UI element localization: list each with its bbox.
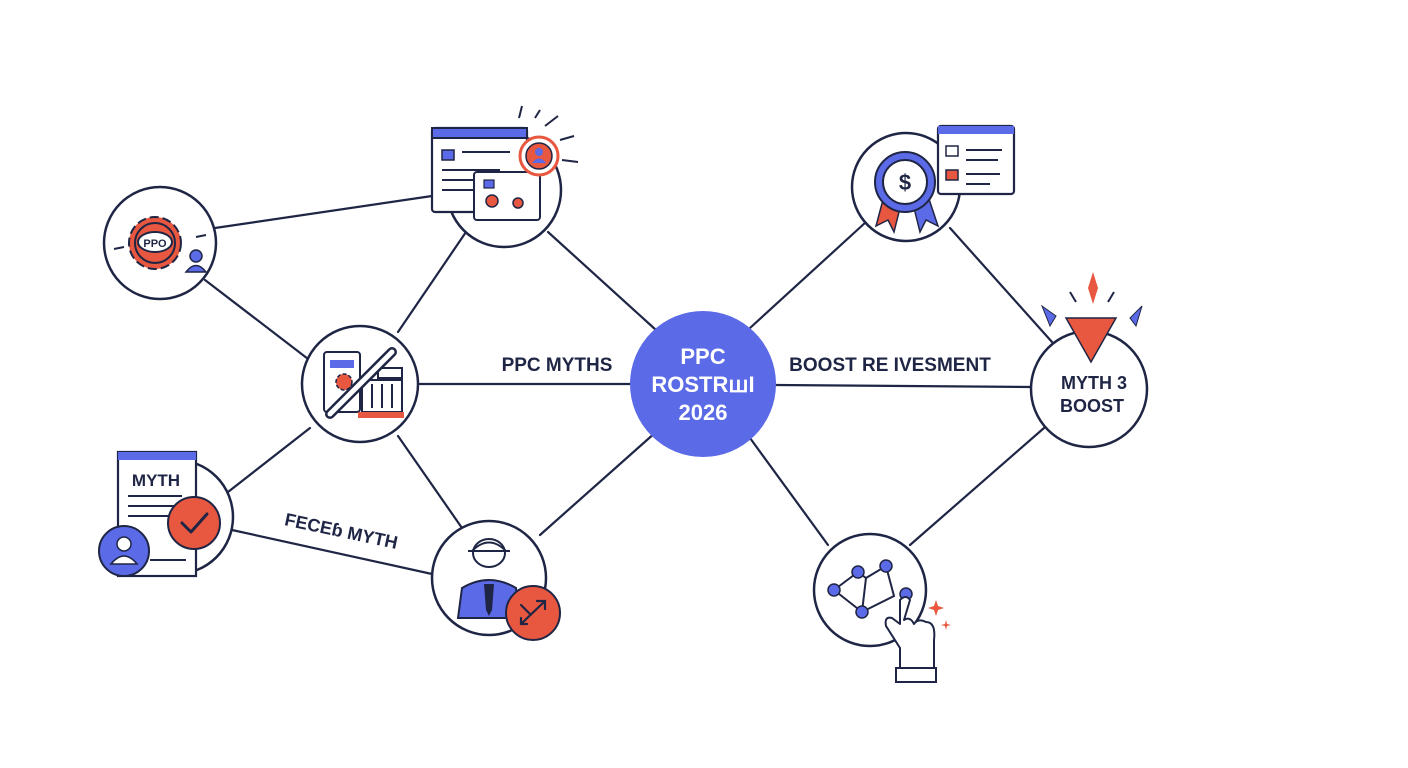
network-hand-icon	[827, 559, 951, 683]
crossed-out-tools-icon	[323, 347, 404, 419]
hub-line-1: PPC	[680, 344, 725, 369]
hub-node[interactable]: PPC ROSTRꟺI 2026	[630, 311, 776, 457]
gear-person-icon	[113, 216, 208, 273]
hub-circle	[630, 311, 776, 457]
node-crossed-tools[interactable]	[300, 324, 420, 444]
edge-label-ppc-myths: PPC MYTHS	[502, 355, 613, 376]
svg-text:$: $	[899, 170, 911, 195]
node-person[interactable]	[430, 519, 561, 641]
doc-label: MYTH	[132, 471, 180, 490]
hub-line-2: ROSTRꟺI	[651, 372, 754, 397]
hub-line-3: 2026	[679, 400, 728, 425]
node-myth-boost[interactable]: MYTH 3 BOOST	[1029, 272, 1149, 449]
document-check-icon	[98, 450, 221, 578]
boost-line-2: BOOST	[1060, 396, 1124, 416]
node-myth-document[interactable]: MYTH	[98, 450, 235, 578]
gear-label: PPO	[143, 238, 167, 250]
node-browser[interactable]	[430, 105, 579, 249]
boost-line-1: MYTH 3	[1061, 373, 1127, 393]
person-target-icon	[456, 538, 561, 641]
edge-label-feces-myth: FECEɓ MYTH	[283, 509, 400, 552]
edge-label-boost-reinvestment: BOOST RE IVESMENT	[789, 355, 991, 376]
dollar-badge-icon: $	[874, 124, 1016, 235]
browser-window-icon	[430, 105, 579, 221]
connector-lines	[203, 194, 1054, 576]
triangle-alert-icon	[1040, 272, 1143, 364]
node-network[interactable]	[812, 532, 951, 683]
node-gear-ppo[interactable]: PPO	[102, 185, 218, 301]
node-dollar[interactable]: $	[850, 124, 1016, 243]
